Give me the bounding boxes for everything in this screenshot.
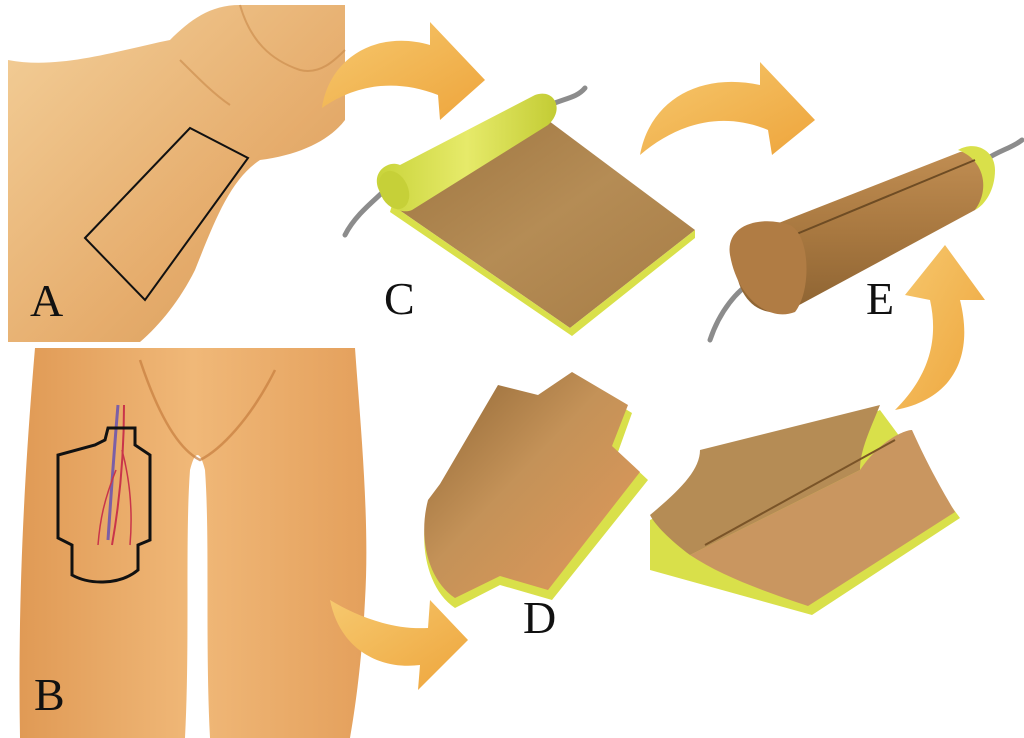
panel-d-shaped-flap: D	[424, 372, 648, 643]
panel-label-b: B	[34, 669, 65, 720]
panel-a-forearm: A	[8, 5, 345, 342]
arrow-a-to-c	[322, 22, 485, 120]
thighs-illustration	[20, 348, 367, 738]
panel-b-thighs: B	[20, 348, 367, 738]
arrow-c-to-e	[640, 62, 815, 155]
shaped-flap-d	[424, 372, 640, 598]
arrow-d-to-e	[895, 245, 985, 410]
panel-label-d: D	[523, 592, 556, 643]
panel-label-a: A	[30, 275, 63, 326]
panel-label-c: C	[384, 273, 415, 324]
panel-e-tube: E	[710, 140, 1022, 340]
panel-label-e: E	[866, 273, 894, 324]
folding-flap	[650, 405, 960, 615]
tube-head-e	[730, 221, 807, 314]
panel-c-flap-rolling: C	[345, 88, 695, 336]
